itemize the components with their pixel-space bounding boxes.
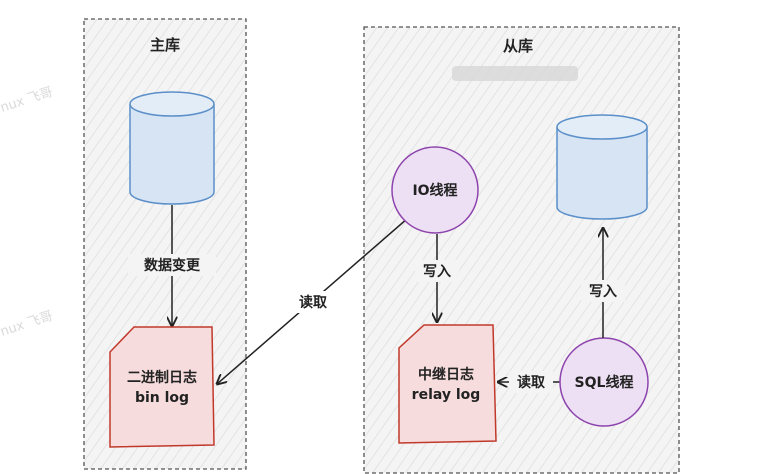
binlog-label-en: bin log [135,390,189,406]
watermark-bottom: nux 飞哥 [0,309,55,340]
sql-thread-node: SQL线程 [559,337,649,427]
blurred-text [452,66,578,81]
relaylog-label-en: relay log [412,387,481,403]
sql-read-label: 读取 [517,374,546,391]
sql-write-label: 写入 [589,284,617,300]
io-thread-label: IO线程 [412,182,457,199]
master-database [129,91,215,205]
master-change-label: 数据变更 [144,257,201,274]
io-write-label: 写入 [423,264,451,280]
io-thread-node: IO线程 [391,146,479,234]
binlog-node: 二进制日志 bin log [109,326,215,448]
sql-thread-label: SQL线程 [575,374,634,391]
slave-title: 从库 [503,37,533,55]
slave-database [556,114,648,220]
master-title: 主库 [150,36,180,54]
io-read-label: 读取 [299,294,328,311]
relaylog-node: 中继日志 relay log [398,324,497,444]
binlog-label-cn: 二进制日志 [127,369,197,386]
relaylog-label-cn: 中继日志 [418,366,474,383]
watermark-top: nux 飞哥 [0,85,55,116]
